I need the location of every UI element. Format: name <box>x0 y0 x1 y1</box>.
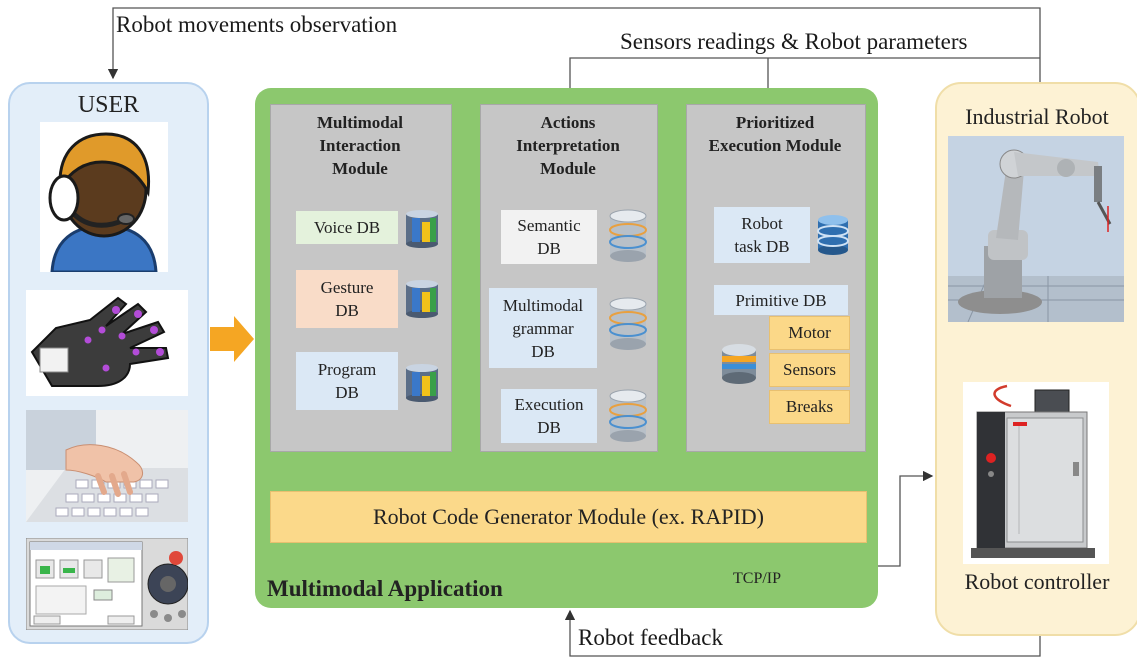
industrial-robot-icon <box>948 136 1124 322</box>
voice-db: Voice DB <box>296 211 398 244</box>
data-glove-icon <box>26 290 188 396</box>
tcp-ip-label: TCP/IP <box>733 570 782 587</box>
operator-headset-icon <box>40 122 168 272</box>
breaks-primitive: Breaks <box>769 390 850 424</box>
user-input-arrow <box>210 316 254 362</box>
sensors-readings-label: Sensors readings & Robot parameters <box>620 29 968 54</box>
robot-controller-title: Robot controller <box>964 569 1110 594</box>
multimodal-grammar-db: Multimodal grammar DB <box>489 288 597 368</box>
execution-db: Execution DB <box>501 389 597 443</box>
multimodal-application-title: Multimodal Application <box>267 576 503 601</box>
gesture-db-icon <box>406 280 438 318</box>
robot-movements-label: Robot movements observation <box>116 12 398 37</box>
semantic-db-icon <box>609 209 647 262</box>
robot-feedback-label: Robot feedback <box>578 625 723 650</box>
program-db: Program DB <box>296 352 398 410</box>
gesture-db: Gesture DB <box>296 270 398 328</box>
execution-db-icon <box>609 389 647 442</box>
motor-primitive: Motor <box>769 316 850 350</box>
sensors-readings-line <box>564 57 1040 104</box>
robot-feedback-arrow <box>564 609 1041 657</box>
program-db-icon <box>406 364 438 402</box>
robot-task-db-icon <box>817 215 849 255</box>
robot-code-generator-module: Robot Code Generator Module (ex. RAPID) <box>270 491 867 543</box>
actions-module-title: Actions Interpretation Module <box>516 113 620 178</box>
grammar-db-icon <box>609 297 647 350</box>
primitive-db: Primitive DB <box>714 285 848 315</box>
robot-observation-arrow <box>107 7 1041 82</box>
robot-controller-icon <box>963 382 1109 564</box>
voice-db-icon <box>406 210 438 248</box>
teach-pendant-icon <box>26 538 188 630</box>
keyboard-typing-icon <box>26 410 188 522</box>
user-title: USER <box>77 92 140 118</box>
execution-module-title: Prioritized Execution Module <box>708 113 842 155</box>
semantic-db: Semantic DB <box>501 210 597 264</box>
primitive-db-icon <box>722 344 756 384</box>
industrial-robot-title: Industrial Robot <box>965 104 1109 129</box>
robot-task-db: Robot task DB <box>714 207 810 263</box>
interaction-module-title: Multimodal Interaction Module <box>317 113 403 178</box>
sensors-primitive: Sensors <box>769 353 850 387</box>
